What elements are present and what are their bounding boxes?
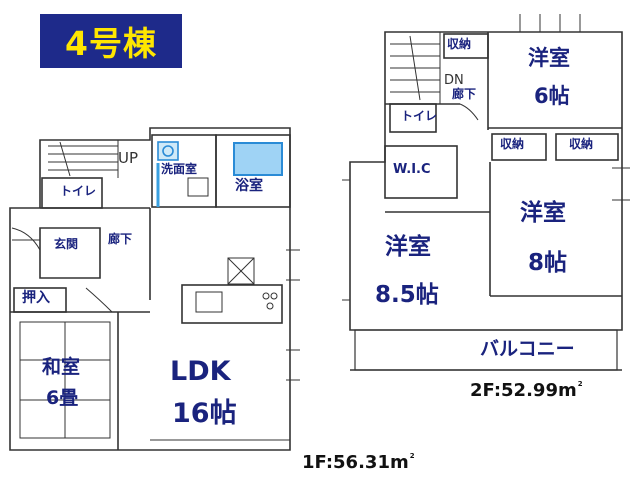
floor1-area: 1F:56.31m2 <box>302 452 415 473</box>
floor1-stairs <box>39 140 119 178</box>
building-badge: 4号棟 <box>40 14 182 68</box>
f1-entrance-label: 玄関 <box>54 237 79 251</box>
f2-balcony-label: バルコニー <box>480 338 575 360</box>
floor1-area-value: 1F:56.31m <box>302 452 409 473</box>
floor2-storage-mid-right <box>555 133 619 161</box>
f1-closet-label: 押入 <box>22 290 50 306</box>
floor2-area-sup: 2 <box>577 380 583 388</box>
floor2-area: 2F:52.99m2 <box>470 380 583 401</box>
f1-toilet-label: トイレ <box>60 184 97 198</box>
f2-room8-name: 洋室 <box>520 200 566 226</box>
floor1-area-sup: 2 <box>409 452 415 460</box>
f1-bathroom-label: 浴室 <box>235 178 263 194</box>
f2-room6-name: 洋室 <box>528 46 570 70</box>
f2-room8-size: 8帖 <box>528 250 568 276</box>
f2-room85-name: 洋室 <box>385 234 431 260</box>
floor1-bath-wall <box>215 134 291 208</box>
f2-storage-top-label: 収納 <box>447 37 472 51</box>
f2-storage-mid-right-label: 収納 <box>569 137 594 151</box>
f2-toilet-label: トイレ <box>401 109 438 123</box>
f2-room6-size: 6帖 <box>534 84 570 108</box>
floor2-area-value: 2F:52.99m <box>470 380 577 401</box>
floor1-outer-wall <box>9 127 291 451</box>
f1-japanese-room-name: 和室 <box>42 356 81 378</box>
f2-stairs-down-label: DN <box>444 73 464 88</box>
f2-hallway-label: 廊下 <box>452 87 477 101</box>
f1-washroom-label: 洗面室 <box>161 162 198 176</box>
building-label: 4号棟 <box>65 24 157 63</box>
f1-japanese-room-size: 6畳 <box>46 387 79 409</box>
f2-wic-label: W.I.C <box>393 162 431 177</box>
floor1-kitchen-counter <box>181 284 283 324</box>
f1-stairs-up-label: UP <box>118 149 139 167</box>
f1-ldk-name: LDK <box>170 356 231 387</box>
f1-hallway-label: 廊下 <box>108 232 133 246</box>
f1-ldk-size: 16帖 <box>172 398 237 429</box>
f2-room85-size: 8.5帖 <box>375 282 439 308</box>
floor1-entrance-wall <box>39 207 150 279</box>
floor2-stairs <box>390 32 441 104</box>
floor2-storage-mid-left <box>491 133 547 161</box>
floor2-wic-wall <box>384 145 458 199</box>
f2-storage-mid-left-label: 収納 <box>500 137 525 151</box>
